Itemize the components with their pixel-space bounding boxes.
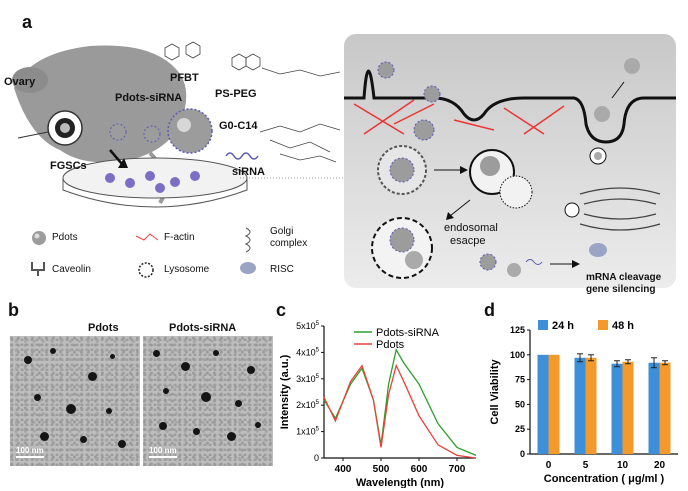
y-tick-label: 50 xyxy=(515,399,525,409)
lysosome-icon xyxy=(138,262,154,278)
emission-chart: 400 500 600 700 0 1x105 2x105 3x105 4x105 5x105Wa… xyxy=(279,321,477,488)
x-tick-label: 0 xyxy=(546,460,552,471)
x-tick-label: 600 xyxy=(411,464,428,475)
panel-d-letter: d xyxy=(484,300,495,320)
legend-golgi: Golgi complex xyxy=(270,226,308,249)
mrna-cleavage-label: mRNA cleavage xyxy=(586,272,662,283)
panel-a-letter: a xyxy=(22,12,33,32)
x-tick-label: 500 xyxy=(373,464,390,475)
y-tick-exponent: 5 xyxy=(316,400,320,406)
y-tick-label: 100 xyxy=(510,350,525,360)
panel-a-left-schematic xyxy=(12,41,345,208)
golgi-complex-icon xyxy=(579,187,661,231)
x-tick-label: 700 xyxy=(449,464,466,475)
bar-48h-20 xyxy=(659,362,671,454)
x-tick-label: 5 xyxy=(583,460,589,471)
bar-48h-5 xyxy=(585,357,597,454)
tem-title-pdots: Pdots xyxy=(88,322,119,334)
culture-dish-icon xyxy=(62,157,248,199)
pfbt-label: PFBT xyxy=(170,72,199,84)
sirna-icon xyxy=(225,152,259,160)
ovary-label: Ovary xyxy=(4,76,36,88)
y-tick-exponent: 5 xyxy=(316,427,320,433)
series-line-1 xyxy=(323,363,477,459)
legend-caveolin: Caveolin xyxy=(52,264,91,275)
f-actin-icon xyxy=(135,233,159,241)
caveolin-icon xyxy=(31,262,45,276)
pdots-sirna-label: Pdots-siRNA xyxy=(115,92,183,104)
endosomal-label: endosomal xyxy=(444,222,498,234)
bar-24h-5 xyxy=(574,357,586,454)
legend-swatch xyxy=(598,320,608,330)
bar-24h-0 xyxy=(537,354,549,454)
gene-silencing-label: gene silencing xyxy=(586,284,656,295)
legend-label: Pdots xyxy=(376,339,405,351)
golgi-icon xyxy=(244,227,251,253)
y-tick-label: 4x105 xyxy=(296,347,320,357)
viability-chart: 0 25 50 75 100 125 0 5 10 20 24 h 48 h Concentration… xyxy=(489,320,678,485)
x-axis-label: Concentration ( μg/ml ) xyxy=(544,473,665,485)
legend-label: 48 h xyxy=(612,320,634,332)
x-tick-label: 20 xyxy=(654,460,666,471)
risc-icon xyxy=(240,262,256,274)
tem-title-pdots-sirna: Pdots-siRNA xyxy=(169,322,237,334)
tem-image-pdots: 100 nm xyxy=(10,336,140,466)
legend-label: Pdots-siRNA xyxy=(376,327,440,339)
legend-risc: RISC xyxy=(270,264,294,275)
legend-pdots: Pdots xyxy=(52,232,78,243)
y-tick-label: 2x105 xyxy=(296,400,320,410)
y-tick-exponent: 5 xyxy=(316,347,320,353)
pdots-icon xyxy=(32,231,46,245)
bar-24h-10 xyxy=(611,363,623,454)
sirna-label: siRNA xyxy=(232,166,266,178)
legend-f-actin: F-actin xyxy=(164,232,195,243)
esacpe-label: esacpe xyxy=(450,235,486,247)
y-tick-label: 1x105 xyxy=(296,427,320,437)
y-tick-label: 3x105 xyxy=(296,374,320,384)
y-axis-label: Cell Viability xyxy=(489,359,501,425)
x-axis-label: Wavelength (nm) xyxy=(356,477,445,488)
series-line-0 xyxy=(323,347,477,456)
g0-c14-label: G0-C14 xyxy=(219,120,258,132)
bar-48h-10 xyxy=(622,361,634,454)
pdots-sirna-particle xyxy=(167,108,213,154)
scale-label-pdots-sirna: 100 nm xyxy=(149,446,177,455)
fgscs-label: FGSCs xyxy=(50,160,87,172)
panel-a-legend xyxy=(31,227,256,278)
legend-lysosome: Lysosome xyxy=(164,264,210,275)
x-tick-label: 400 xyxy=(335,464,352,475)
x-tick-label: 10 xyxy=(617,460,629,471)
legend-swatch xyxy=(538,320,548,330)
chemical-structures xyxy=(164,41,341,163)
y-tick-label: 125 xyxy=(510,325,525,335)
y-tick-label: 75 xyxy=(515,375,525,385)
y-tick-label: 0 xyxy=(314,453,319,463)
panel-c-letter: c xyxy=(276,300,287,320)
y-axis-label: Intensity (a.u.) xyxy=(279,354,291,429)
legend-label: 24 h xyxy=(552,320,574,332)
scale-label-pdots: 100 nm xyxy=(16,446,44,455)
y-tick-exponent: 5 xyxy=(316,374,320,380)
y-tick-label: 25 xyxy=(515,424,525,434)
y-tick-label: 0 xyxy=(520,449,525,459)
panel-a-cell-schematic xyxy=(344,34,676,288)
tem-image-pdots-sirna: 100 nm xyxy=(143,336,273,466)
bar-48h-0 xyxy=(548,354,560,454)
y-tick-label: 5x105 xyxy=(296,321,320,331)
bar-24h-20 xyxy=(648,362,660,454)
panel-b-letter: b xyxy=(8,300,19,320)
f-actin-network xyxy=(353,99,565,135)
y-tick-exponent: 5 xyxy=(316,321,320,327)
ps-peg-label: PS-PEG xyxy=(215,88,257,100)
